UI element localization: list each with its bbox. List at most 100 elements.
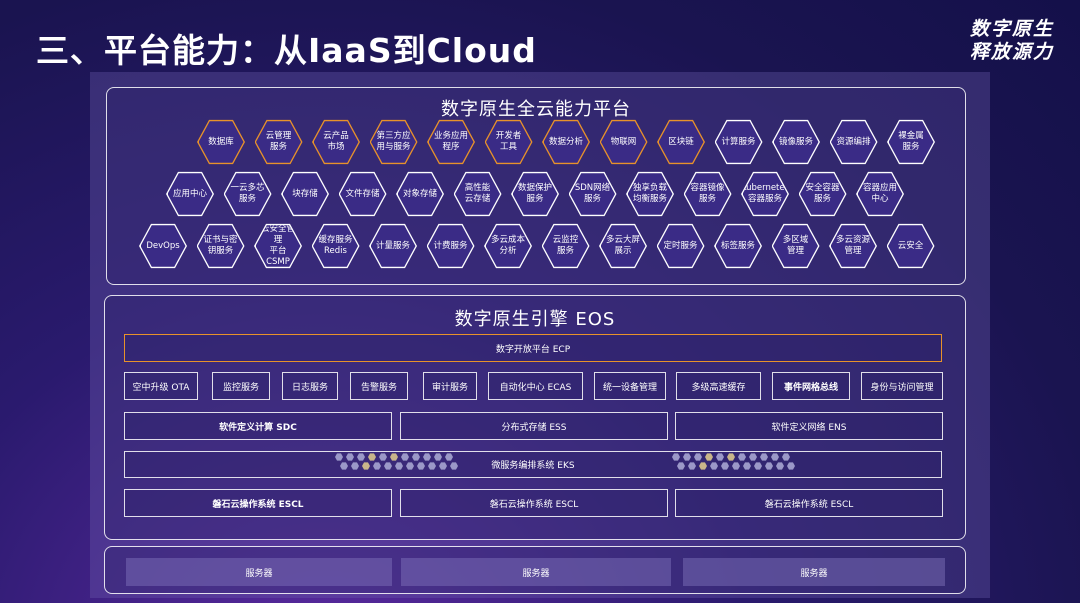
eks-dot	[721, 462, 729, 470]
engine-title: 数字原生引擎 EOS	[454, 309, 616, 330]
eks-dot	[373, 462, 381, 470]
platform-panel: 数字原生全云能力平台 数据库云管理 服务云产品 市场第三方应 用与服务业务应用 …	[106, 87, 966, 285]
eks-dot	[710, 462, 718, 470]
hex-service-label: 容器应用 中心	[857, 173, 903, 215]
hex-service-label: 物联网	[601, 121, 646, 163]
hex-service-label: 证书与密 钥服务	[198, 225, 243, 267]
architecture-diagram: 数字原生全云能力平台 数据库云管理 服务云产品 市场第三方应 用与服务业务应用 …	[90, 72, 990, 598]
eks-dot	[776, 462, 784, 470]
eks-dot	[406, 462, 414, 470]
hex-service: 对象存储	[396, 171, 444, 217]
eks-dot	[412, 453, 420, 461]
server-box-2: 服务器	[401, 558, 671, 586]
hex-service-label: 多云大屏 展示	[600, 225, 646, 267]
eks-dot	[688, 462, 696, 470]
hex-service-label: 数据库	[198, 121, 244, 163]
brand-logo: 数字原生 释放源力	[970, 18, 1054, 64]
hex-service: 计费服务	[426, 223, 475, 269]
hex-service-label: 第三方应 用与服务	[371, 121, 416, 163]
eks-dot	[771, 453, 779, 461]
ens-box: 软件定义网络 ENS	[675, 412, 943, 440]
platform-title: 数字原生全云能力平台	[441, 99, 631, 120]
eks-dot	[760, 453, 768, 461]
hex-service: 容器镜像 服务	[683, 171, 732, 217]
eks-dot	[423, 453, 431, 461]
hex-service-label: 多区域 管理	[773, 225, 818, 267]
eks-dot	[368, 453, 376, 461]
hex-service: 物联网	[599, 119, 648, 165]
eks-dot	[428, 462, 436, 470]
escl-box-1: 磐石云操作系统 ESCL	[124, 489, 392, 517]
server-box-1: 服务器	[126, 558, 392, 586]
engine-service-box: 日志服务	[282, 372, 338, 400]
hex-service: 多云成本 分析	[484, 223, 532, 269]
engine-service-box: 多级高速缓存	[676, 372, 761, 400]
hex-service: 云管理 服务	[254, 119, 303, 165]
eks-dot	[340, 462, 348, 470]
hex-service: 多云资源 管理	[829, 223, 877, 269]
eks-dot	[439, 462, 447, 470]
hex-service-label: 数据分析	[543, 121, 589, 163]
eks-dot	[351, 462, 359, 470]
eks-dot	[743, 462, 751, 470]
hex-service: 多区域 管理	[771, 223, 820, 269]
eks-dot	[738, 453, 746, 461]
hex-service: 高性能 云存储	[453, 171, 502, 217]
eks-dot	[395, 462, 403, 470]
eks-dot	[445, 453, 453, 461]
eks-dot	[732, 462, 740, 470]
hex-service: 开发者 工具	[484, 119, 533, 165]
hex-service-label: 裸金属 服务	[888, 121, 934, 163]
eks-dot	[417, 462, 425, 470]
hex-service-label: 云安全管理 平台CSMP	[255, 225, 301, 267]
hex-service-label: 文件存储	[340, 173, 385, 215]
hex-service: 云产品 市场	[312, 119, 360, 165]
hex-service-label: 独享负载 均衡服务	[627, 173, 673, 215]
engine-service-box: 监控服务	[212, 372, 270, 400]
hex-service: 裸金属 服务	[887, 119, 935, 165]
hex-service: 缓存服务 Redis	[311, 223, 360, 269]
eks-dot	[357, 453, 365, 461]
eks-dot	[787, 462, 795, 470]
sdc-box: 软件定义计算 SDC	[124, 412, 392, 440]
hex-service: 安全容器 服务	[798, 171, 847, 217]
hex-service: 证书与密 钥服务	[196, 223, 245, 269]
server-panel: 服务器 服务器 服务器	[104, 546, 966, 594]
hex-service: 数据保护 服务	[511, 171, 559, 217]
hex-service-label: 多云资源 管理	[830, 225, 876, 267]
page-title: 三、平台能力：从IaaS到Cloud	[36, 31, 537, 70]
ess-box: 分布式存储 ESS	[400, 412, 668, 440]
hex-service: 资源编排	[829, 119, 878, 165]
brand-line-2: 释放源力	[969, 41, 1054, 63]
hex-service: 文件存储	[338, 171, 387, 217]
hex-service: 云监控 服务	[541, 223, 590, 269]
hex-service: 多云大屏 展示	[599, 223, 647, 269]
hex-service: DevOps	[139, 223, 187, 269]
brand-line-1: 数字原生	[969, 18, 1054, 40]
hex-service-label: 镜像服务	[773, 121, 819, 163]
hex-service-label: SDN网络 服务	[570, 173, 615, 215]
eks-dot	[335, 453, 343, 461]
hex-service: 独享负载 均衡服务	[626, 171, 674, 217]
hex-service: 计算服务	[714, 119, 763, 165]
eks-dot	[683, 453, 691, 461]
eks-dot	[346, 453, 354, 461]
eks-dot	[672, 453, 680, 461]
hex-service-label: 云监控 服务	[543, 225, 588, 267]
hex-service-label: 高性能 云存储	[455, 173, 500, 215]
hex-service-label: 标签服务	[715, 225, 761, 267]
hex-service-label: 计量服务	[370, 225, 416, 267]
hex-service-label: 缓存服务 Redis	[313, 225, 358, 267]
engine-service-box: 自动化中心 ECAS	[488, 372, 583, 400]
hex-service: Kubernetes 容器服务	[741, 171, 789, 217]
hex-service: SDN网络 服务	[568, 171, 617, 217]
eks-dot	[754, 462, 762, 470]
ecp-box: 数字开放平台 ECP	[124, 334, 942, 362]
hex-service: 计量服务	[369, 223, 417, 269]
hex-service-label: 块存储	[282, 173, 328, 215]
hex-service-label: 计费服务	[428, 225, 473, 267]
hex-service-label: 容器镜像 服务	[685, 173, 730, 215]
engine-service-box: 统一设备管理	[594, 372, 666, 400]
engine-service-box: 审计服务	[423, 372, 477, 400]
